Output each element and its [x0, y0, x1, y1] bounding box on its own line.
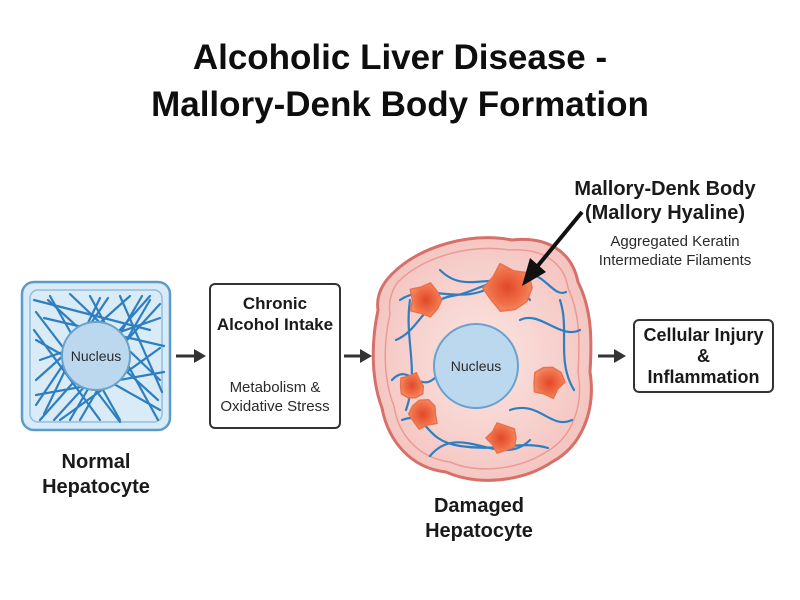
- process-sub-line-2: Oxidative Stress: [220, 398, 330, 415]
- disorganized-filament: [508, 407, 574, 423]
- outcome-line-3: Inflammation: [647, 367, 760, 387]
- outcome-line-1: Cellular Injury: [643, 325, 764, 345]
- disorganized-filament: [428, 438, 532, 458]
- callout-title-line-2: (Mallory Hyaline): [584, 202, 746, 224]
- damaged-hepatocyte: [371, 236, 593, 482]
- flow-arrow-3: [598, 349, 626, 363]
- mallory-denk-body: [399, 372, 425, 399]
- mallory-denk-body: [409, 282, 443, 318]
- callout-arrow: [522, 210, 584, 286]
- mallory-denk-aggregates: [399, 262, 566, 454]
- mallory-denk-body: [485, 422, 517, 454]
- disorganized-filament: [558, 298, 576, 392]
- normal-nucleus: [61, 321, 131, 391]
- damaged-caption-line-2: Hepatocyte: [425, 520, 533, 542]
- keratin-filament: [118, 294, 164, 394]
- mallory-denk-body: [407, 399, 438, 430]
- mallory-denk-body: [533, 366, 566, 400]
- page-title-line-1: Alcoholic Liver Disease -: [192, 38, 608, 77]
- alcohol-process-box: [209, 283, 341, 429]
- mallory-denk-body: [481, 262, 533, 312]
- callout-title-line-1: Mallory-Denk Body: [574, 178, 756, 200]
- process-sub-line-1: Metabolism &: [229, 379, 321, 396]
- process-title-line-1: Chronic: [242, 294, 308, 313]
- process-title-line-2: Alcohol Intake: [216, 315, 334, 334]
- page-title-line-2: Mallory-Denk Body Formation: [151, 85, 649, 124]
- callout-sub-line-1: Aggregated Keratin: [610, 233, 740, 250]
- callout-sub-line-2: Intermediate Filaments: [598, 252, 752, 269]
- normal-nucleus-label: Nucleus: [70, 348, 122, 364]
- disorganized-filament: [518, 316, 582, 334]
- damaged-nucleus: [433, 323, 519, 409]
- flow-arrow-1: [176, 349, 206, 363]
- outcome-line-2: &: [697, 346, 710, 366]
- damaged-nucleus-label: Nucleus: [450, 358, 502, 374]
- normal-caption-line-1: Normal: [61, 451, 131, 473]
- outcome-box: [633, 319, 774, 393]
- normal-hepatocyte: [20, 280, 172, 432]
- normal-caption-line-2: Hepatocyte: [42, 476, 150, 498]
- flow-arrow-2: [344, 349, 372, 363]
- damaged-caption-line-1: Damaged: [433, 495, 525, 517]
